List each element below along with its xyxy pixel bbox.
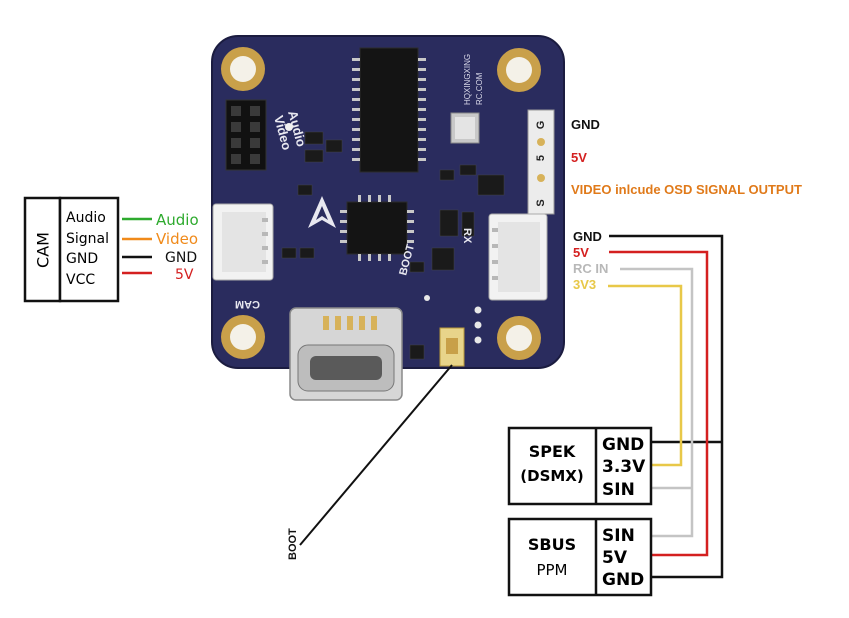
wire-rc-in-sbus bbox=[620, 267, 694, 538]
cam-pin-signal: Signal bbox=[66, 231, 109, 247]
rx-pin-3v3: 3V3 bbox=[573, 277, 596, 292]
silk-vendor-1: HQXINGXING bbox=[463, 54, 472, 105]
boot-callout-line bbox=[299, 364, 453, 546]
test-pads bbox=[424, 295, 482, 344]
rx-pin-labels: GND 5V RC IN 3V3 bbox=[573, 229, 608, 292]
board-logo bbox=[308, 196, 336, 228]
rx-pin-rc-in: RC IN bbox=[573, 261, 608, 276]
wire-3v3 bbox=[608, 284, 683, 467]
silk-pad-5: 5 bbox=[535, 155, 547, 161]
silk-cam: CAM bbox=[235, 298, 260, 310]
sbus-receiver: SBUS PPM SIN 5V GND bbox=[507, 517, 653, 597]
silk-pad-s: S bbox=[535, 199, 547, 206]
camera-connector: CAM Audio Signal GND VCC Audio Video GND… bbox=[23, 196, 199, 303]
spek-name: SPEK bbox=[529, 442, 576, 461]
silk-vendor-2: RC.COM bbox=[475, 72, 484, 105]
boot-label: BOOT bbox=[287, 528, 299, 560]
sbus-pin-sin: SIN bbox=[602, 526, 635, 546]
video-pad-strip: G 5 S bbox=[527, 109, 555, 215]
rx-pin-5v: 5V bbox=[573, 245, 589, 260]
main-chip bbox=[352, 47, 426, 173]
cam-wire-label-gnd: GND bbox=[165, 250, 197, 266]
sbus-name-ppm: PPM bbox=[536, 561, 567, 579]
wire-gnd-sbus bbox=[609, 234, 724, 579]
receiver-port bbox=[488, 213, 548, 301]
spek-receiver: SPEK (DSMX) GND 3.3V SIN bbox=[507, 426, 653, 506]
boot-button bbox=[439, 327, 465, 367]
cam-pin-gnd: GND bbox=[66, 251, 98, 267]
cam-wire-label-5v: 5V bbox=[175, 267, 194, 283]
rx-wires bbox=[608, 234, 724, 579]
flight-controller-board: Audio Video bbox=[211, 35, 565, 401]
cam-wire-label-video: Video bbox=[156, 230, 198, 248]
pin-header bbox=[225, 99, 267, 171]
sbus-pin-5v: 5V bbox=[602, 548, 628, 568]
top-pin-5v: 5V bbox=[571, 150, 587, 165]
spek-name-dsmx: (DSMX) bbox=[520, 467, 583, 485]
cam-title: CAM bbox=[34, 232, 53, 268]
spek-pin-sin: SIN bbox=[602, 480, 635, 500]
top-pin-gnd: GND bbox=[571, 117, 600, 132]
wire-5v bbox=[609, 250, 709, 557]
silk-pad-g: G bbox=[535, 121, 547, 130]
video-pad-labels: GND 5V VIDEO inlcude OSD SIGNAL OUTPUT bbox=[571, 117, 802, 197]
top-pin-video: VIDEO inlcude OSD SIGNAL OUTPUT bbox=[571, 182, 802, 197]
sbus-name: SBUS bbox=[528, 535, 576, 554]
passive-components bbox=[281, 131, 505, 360]
cam-pin-audio: Audio bbox=[66, 210, 106, 226]
cam-pin-box bbox=[58, 196, 120, 303]
cam-wire-label-audio: Audio bbox=[156, 211, 199, 229]
spek-pin-gnd: GND bbox=[602, 435, 644, 455]
spek-pin-3v3: 3.3V bbox=[602, 457, 646, 477]
cam-pin-vcc: VCC bbox=[66, 272, 95, 288]
usb-port bbox=[289, 307, 403, 401]
mounting-holes bbox=[221, 47, 541, 360]
rx-pin-gnd: GND bbox=[573, 229, 602, 244]
camera-port bbox=[212, 203, 274, 281]
sbus-pin-gnd: GND bbox=[602, 570, 644, 590]
osd-chip bbox=[340, 195, 414, 261]
cam-title-box bbox=[23, 196, 62, 303]
silk-rx: RX bbox=[461, 228, 473, 244]
